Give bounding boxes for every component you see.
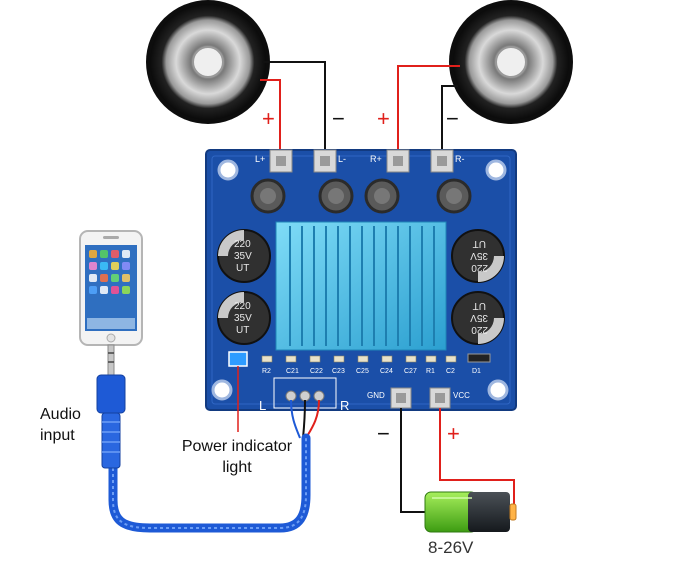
terminal-gnd bbox=[390, 387, 412, 409]
capacitor-text-line: 220 bbox=[234, 239, 251, 250]
terminal-label-vcc: VCC bbox=[453, 391, 470, 400]
component-label: C21 bbox=[286, 368, 299, 375]
smd-component-row bbox=[261, 355, 457, 363]
component-label: R1 bbox=[426, 368, 435, 375]
terminal-left-minus bbox=[313, 149, 337, 173]
smartphone bbox=[79, 230, 143, 346]
component-label: C25 bbox=[356, 368, 369, 375]
terminal-label-left-plus: L+ bbox=[255, 154, 265, 164]
minus-sign-left-speaker: − bbox=[332, 106, 345, 131]
input-label-left: L bbox=[259, 398, 266, 413]
capacitor-text-line: 220 bbox=[234, 301, 251, 312]
vcc-wire bbox=[439, 408, 515, 512]
left-speaker-minus-wire bbox=[262, 61, 326, 155]
inductor bbox=[364, 178, 400, 214]
component-label: C2 bbox=[446, 368, 455, 375]
power-indicator-led bbox=[228, 351, 248, 367]
capacitor: 220 35V UT bbox=[451, 229, 505, 283]
component-labels: R2 C21 C22 C23 C25 C24 C27 R1 C2 D1 bbox=[262, 368, 481, 375]
component-label: C23 bbox=[332, 368, 345, 375]
minus-sign-right-speaker: − bbox=[446, 106, 459, 131]
component-label: C24 bbox=[380, 368, 393, 375]
terminal-right-minus bbox=[430, 149, 454, 173]
diode-d1 bbox=[467, 353, 491, 363]
terminal-label-gnd: GND bbox=[367, 391, 385, 400]
battery bbox=[424, 491, 517, 533]
plus-sign-left-speaker: + bbox=[262, 106, 275, 131]
capacitor: 220 35V UT bbox=[451, 291, 505, 345]
audio-wire-left bbox=[290, 399, 301, 439]
capacitor: 220 35V UT bbox=[217, 229, 271, 283]
right-speaker-minus-wire bbox=[441, 85, 458, 155]
capacitor-text-line: 220 bbox=[471, 324, 488, 335]
audio-input-header bbox=[273, 377, 337, 409]
component-label: C27 bbox=[404, 368, 417, 375]
component-label: R2 bbox=[262, 368, 271, 375]
amplifier-board: L+ L- R+ R- 220 35V bbox=[205, 149, 517, 413]
right-speaker-plus-wire bbox=[397, 65, 460, 155]
inductor bbox=[250, 178, 286, 214]
capacitor-text-line: UT bbox=[236, 263, 249, 274]
terminal-label-right-plus: R+ bbox=[370, 154, 382, 164]
inductor bbox=[318, 178, 354, 214]
capacitor-text-line: UT bbox=[473, 300, 486, 311]
inductor bbox=[436, 178, 472, 214]
capacitor-text-line: 35V bbox=[234, 251, 252, 262]
plus-sign-vcc: + bbox=[447, 421, 460, 446]
right-speaker bbox=[449, 0, 573, 124]
gnd-wire bbox=[400, 408, 425, 513]
component-label: C22 bbox=[310, 368, 323, 375]
left-speaker bbox=[146, 0, 270, 124]
terminal-label-left-minus: L- bbox=[338, 154, 346, 164]
capacitor-text-line: UT bbox=[236, 325, 249, 336]
capacitor: 220 35V UT bbox=[217, 291, 271, 345]
capacitor-text-line: 35V bbox=[234, 313, 252, 324]
input-label-right: R bbox=[340, 398, 349, 413]
terminal-right-plus bbox=[386, 149, 410, 173]
component-label: D1 bbox=[472, 368, 481, 375]
audio-jack-plug bbox=[96, 344, 126, 469]
capacitor-text-line: 220 bbox=[471, 262, 488, 273]
voltage-label: 8-26V bbox=[428, 538, 474, 557]
terminal-left-plus bbox=[269, 149, 293, 173]
heatsink bbox=[275, 221, 447, 351]
audio-input-label: Audio input bbox=[40, 406, 81, 444]
capacitor-text-line: 35V bbox=[470, 250, 488, 261]
plus-sign-right-speaker: + bbox=[377, 106, 390, 131]
terminal-vcc bbox=[429, 387, 451, 409]
capacitor-text-line: UT bbox=[473, 238, 486, 249]
minus-sign-gnd: − bbox=[377, 421, 390, 446]
capacitor-text-line: 35V bbox=[470, 312, 488, 323]
power-indicator-label: Power indicator light bbox=[181, 438, 293, 476]
terminal-label-right-minus: R- bbox=[455, 154, 465, 164]
left-speaker-plus-wire bbox=[260, 79, 281, 155]
